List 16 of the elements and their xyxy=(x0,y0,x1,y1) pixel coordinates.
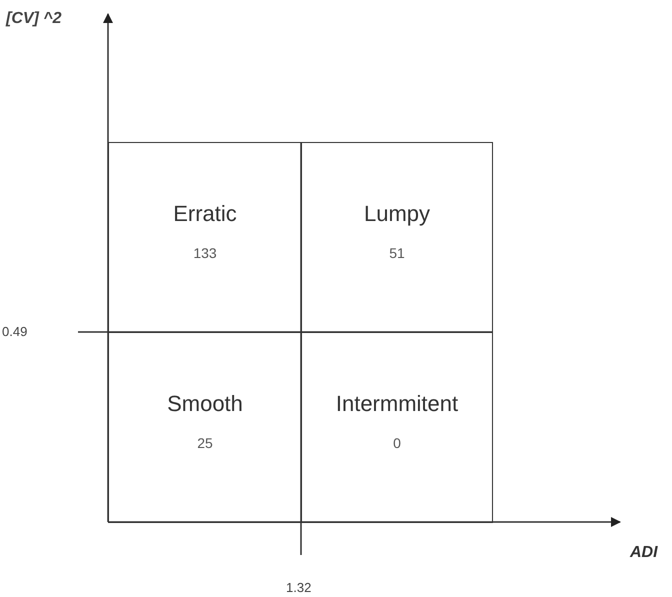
quadrant-cell xyxy=(301,142,493,333)
axis-title: ADI xyxy=(630,544,658,562)
count-value: 133 xyxy=(193,245,217,261)
quadrant-title: Lumpy xyxy=(364,201,430,227)
threshold-value: 1.32 xyxy=(286,580,312,595)
quadrant-title: Erratic xyxy=(173,201,237,227)
count-value: 0 xyxy=(393,435,401,451)
quadrant-cell xyxy=(301,332,493,523)
count-value: 51 xyxy=(389,245,405,261)
quadrant-title: Intermmitent xyxy=(336,391,458,417)
threshold-value: 0.49 xyxy=(2,324,28,339)
quadrant-title: Smooth xyxy=(167,391,243,417)
axis-title: [CV] ^2 xyxy=(6,10,62,28)
quadrant-cell xyxy=(108,142,302,333)
quadrant-cell xyxy=(108,332,302,523)
count-value: 25 xyxy=(197,435,213,451)
